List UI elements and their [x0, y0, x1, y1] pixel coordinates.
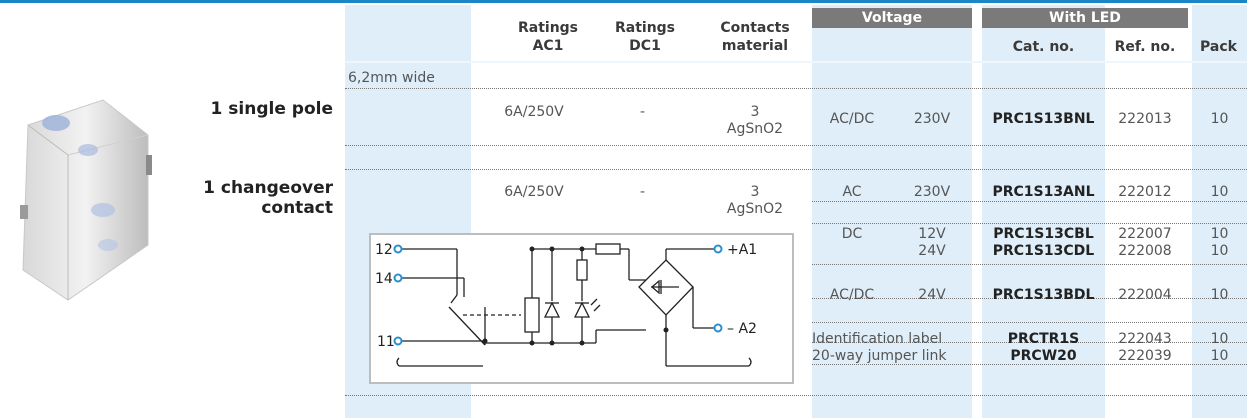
terminal-a1-label: +A1 [727, 242, 757, 258]
row-separator [812, 298, 1247, 299]
header-pack: Pack [1200, 39, 1237, 55]
row-separator [345, 145, 1247, 146]
row-separator [812, 264, 1247, 265]
wiring-diagram: 12 14 11 +A1 – A2 [369, 233, 794, 384]
with-led-header: With LED [982, 8, 1188, 28]
band-col-cat [982, 5, 1105, 418]
header-cat-no: Cat. no. [1012, 39, 1075, 55]
terminal-a2-label: – A2 [727, 321, 757, 337]
row-separator [812, 342, 1247, 343]
band-col-voltage [812, 5, 972, 418]
band-col-pack [1192, 5, 1247, 418]
row-separator [812, 322, 1247, 323]
row-separator [345, 169, 1247, 170]
terminal-a2-dot [713, 323, 723, 333]
circuit-schematic: 12 14 11 +A1 – A2 [375, 242, 757, 367]
terminal-12-dot [393, 244, 403, 254]
row-separator [345, 88, 1247, 89]
relay-product-photo [20, 99, 152, 301]
terminal-11-dot [393, 336, 403, 346]
row-separator [812, 223, 1247, 224]
section-note: 6,2mm wide [348, 70, 435, 86]
row-separator [812, 201, 1247, 202]
row-separator [812, 364, 1247, 365]
header-separator [345, 61, 1247, 63]
top-rule [0, 0, 1247, 3]
product-title-single-pole: 1 single pole [210, 99, 333, 119]
voltage-header: Voltage [812, 8, 972, 28]
terminal-14-label: 14 [375, 271, 393, 287]
terminal-a1-dot [713, 244, 723, 254]
row-separator [345, 395, 1247, 396]
terminal-11-label: 11 [377, 334, 395, 350]
terminal-14-dot [393, 273, 403, 283]
terminal-12-label: 12 [375, 242, 393, 258]
header-ref-no: Ref. no. [1114, 39, 1176, 55]
